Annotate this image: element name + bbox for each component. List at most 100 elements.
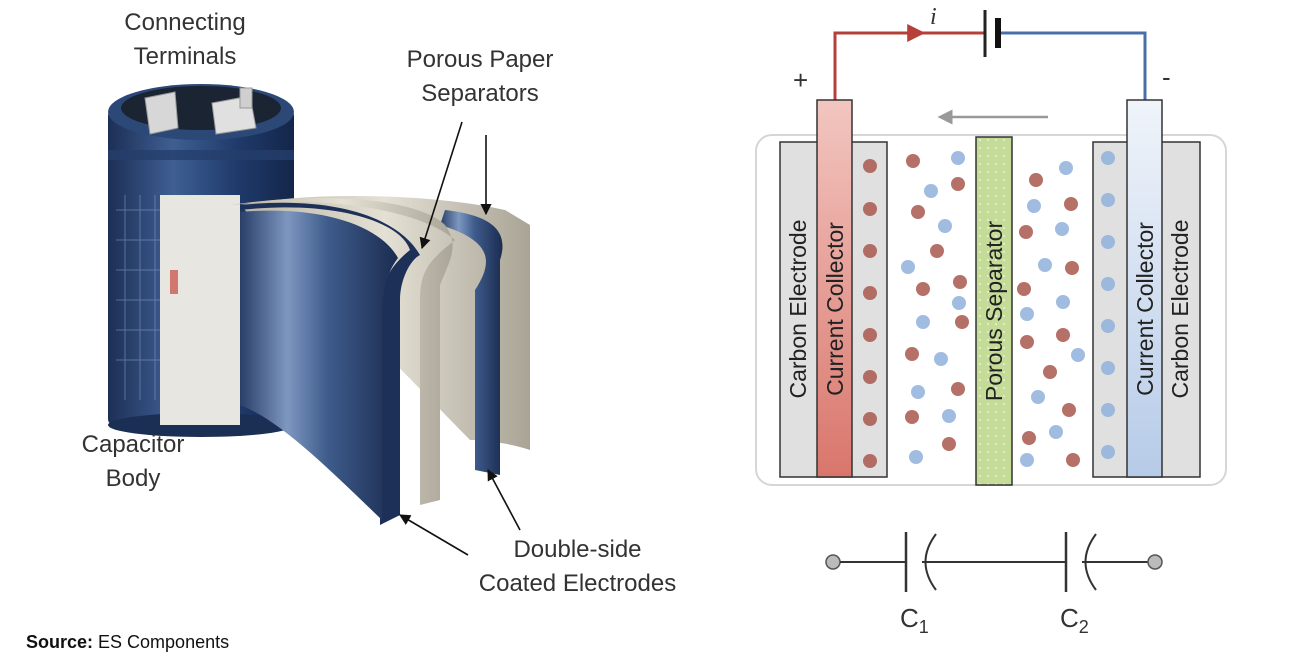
- cation: [942, 437, 956, 451]
- positive-sign: +: [793, 65, 808, 95]
- outer-electrode-foil: [240, 210, 398, 520]
- inner-paper-separator: [230, 197, 455, 505]
- cation: [951, 177, 965, 191]
- label-line: Body: [105, 465, 161, 492]
- connecting-terminals-label: Connecting Terminals: [100, 6, 270, 74]
- source-prefix: Source:: [26, 632, 94, 652]
- cation: [1029, 173, 1043, 187]
- cation: [863, 159, 877, 173]
- inner-electrode-foil: [440, 210, 503, 475]
- terminal-right: [1147, 554, 1163, 570]
- terminal-left: [825, 554, 841, 570]
- cation: [1065, 261, 1079, 275]
- anion: [1101, 361, 1115, 375]
- label-line: Separators: [421, 80, 539, 107]
- anion: [1056, 295, 1070, 309]
- cation: [1064, 197, 1078, 211]
- anion: [901, 260, 915, 274]
- cation: [930, 244, 944, 258]
- left-collector-label: Current Collector: [822, 222, 848, 396]
- anion: [934, 352, 948, 366]
- cation: [863, 412, 877, 426]
- positive-wire: [833, 31, 985, 100]
- right-current-collector: [1126, 99, 1163, 478]
- anion: [1101, 235, 1115, 249]
- anion: [1031, 390, 1045, 404]
- cation: [1056, 328, 1070, 342]
- cation: [863, 202, 877, 216]
- ions-group: [863, 151, 1115, 468]
- anion: [1071, 348, 1085, 362]
- anion: [942, 409, 956, 423]
- anion: [1101, 193, 1115, 207]
- cation: [1062, 403, 1076, 417]
- anion: [1027, 199, 1041, 213]
- anion: [1101, 403, 1115, 417]
- cation: [951, 382, 965, 396]
- label-line: Coated Electrodes: [478, 570, 677, 597]
- porous-paper-separators-label: Porous Paper Separators: [375, 43, 585, 111]
- anion: [1038, 258, 1052, 272]
- cation: [906, 154, 920, 168]
- anion: [1020, 307, 1034, 321]
- porous-separator: [975, 136, 1013, 486]
- anion: [1101, 445, 1115, 459]
- label-line: Porous Paper: [406, 46, 554, 73]
- cation: [1022, 431, 1036, 445]
- anion: [909, 450, 923, 464]
- cation: [1019, 225, 1033, 239]
- separator-label: Porous Separator: [981, 221, 1007, 402]
- electrode-arrow-1: [399, 514, 469, 556]
- source-caption: Source: ES Components: [26, 632, 229, 653]
- anion: [1055, 222, 1069, 236]
- cation: [863, 328, 877, 342]
- cation: [863, 370, 877, 384]
- anion: [938, 219, 952, 233]
- anion: [1101, 319, 1115, 333]
- cation: [1020, 335, 1034, 349]
- cation: [863, 244, 877, 258]
- label-line: Connecting: [124, 9, 246, 36]
- outer-electrode-foil-edge: [240, 202, 420, 526]
- right-electrode-label: Carbon Electrode: [1167, 220, 1193, 399]
- anion: [1101, 151, 1115, 165]
- anion: [1049, 425, 1063, 439]
- label-line: Capacitor: [81, 431, 185, 458]
- double-side-electrodes-label: Double-side Coated Electrodes: [440, 533, 715, 601]
- cation: [911, 205, 925, 219]
- negative-sign: -: [1162, 62, 1171, 92]
- capacitor-body-label: Capacitor Body: [68, 428, 198, 496]
- cation: [953, 275, 967, 289]
- c2-label: C2: [1060, 603, 1089, 637]
- cation: [1066, 453, 1080, 467]
- cation: [863, 286, 877, 300]
- source-text: ES Components: [93, 632, 230, 652]
- left-current-collector: [816, 99, 853, 478]
- anion: [916, 315, 930, 329]
- negative-wire: [998, 31, 1147, 100]
- label-line: Terminals: [133, 43, 237, 70]
- separator-arrow-1: [419, 121, 463, 250]
- cation: [955, 315, 969, 329]
- can-cut-section: [160, 195, 240, 425]
- anion: [911, 385, 925, 399]
- c1-label: C1: [900, 603, 929, 637]
- connecting-terminals: [144, 87, 257, 135]
- anion: [1059, 161, 1073, 175]
- anion: [952, 296, 966, 310]
- cation: [905, 410, 919, 424]
- series-capacitor-circuit: C1 C2: [825, 532, 1163, 637]
- cation: [905, 347, 919, 361]
- anion: [1020, 453, 1034, 467]
- cation: [1017, 282, 1031, 296]
- anion: [924, 184, 938, 198]
- cation: [1043, 365, 1057, 379]
- label-line: Double-side: [513, 536, 642, 563]
- anion: [951, 151, 965, 165]
- right-collector-label: Current Collector: [1132, 222, 1158, 396]
- current-symbol: i: [930, 4, 937, 30]
- anion: [1101, 277, 1115, 291]
- cation: [863, 454, 877, 468]
- cation: [916, 282, 930, 296]
